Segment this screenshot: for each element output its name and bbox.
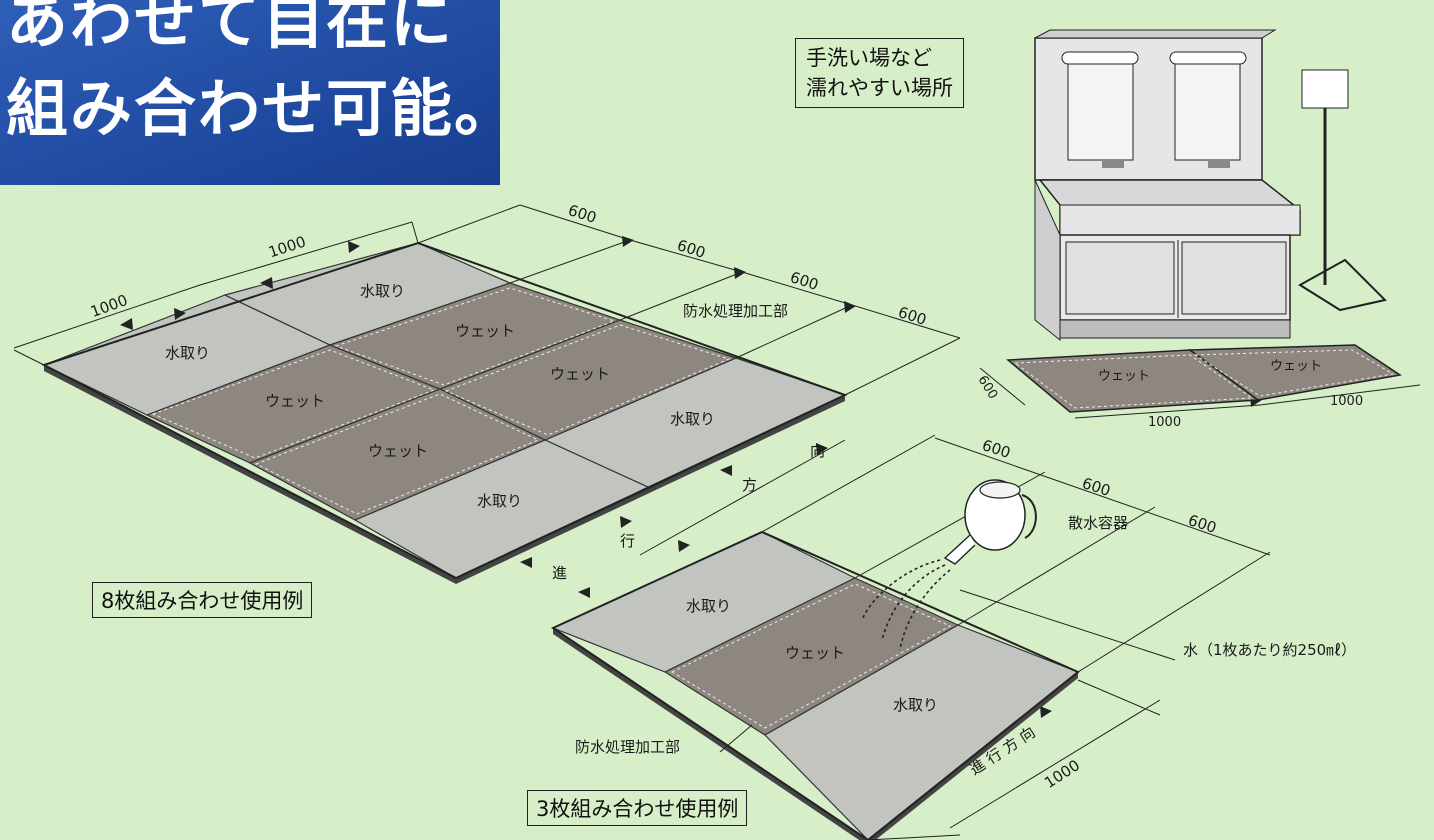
- water-stream: [861, 559, 951, 651]
- panel-label-mizutori: 水取り: [670, 410, 716, 428]
- panel-label-mizutori: 水取り: [360, 282, 406, 300]
- direction-char: 向: [810, 442, 826, 460]
- dimension-label-1000: 1000: [1148, 415, 1182, 430]
- mat-panel-wet: [248, 388, 547, 521]
- caption-eight-panel: 8枚組み合わせ使用例: [92, 582, 313, 618]
- waterproof-label-bottom: 防水処理加工部: [575, 738, 681, 756]
- panel-label-wet: ウェット: [455, 322, 516, 340]
- sink-location-label: 手洗い場など 濡れやすい場所: [795, 38, 964, 108]
- sink-mats: [1006, 344, 1402, 413]
- mat-panel-wet: [1187, 344, 1402, 401]
- direction-char: 行: [620, 532, 636, 550]
- sprinkler-label: 散水容器: [1068, 514, 1129, 532]
- dimension-label-1000: 1000: [1330, 394, 1364, 409]
- sink-label-line-1: 手洗い場など: [806, 46, 932, 70]
- waterproof-label-top: 防水処理加工部: [683, 302, 789, 320]
- direction-char: 進: [552, 564, 568, 582]
- panel-label-wet: ウェット: [368, 442, 429, 460]
- three-panel-dimension-lines: [719, 434, 1271, 840]
- direction-char: 方: [742, 476, 758, 494]
- header-banner: あわせて自在に 組み合わせ可能。: [0, 0, 516, 185]
- sink-illustration: [1034, 29, 1387, 342]
- panel-label-mizutori: 水取り: [477, 492, 523, 510]
- panel-label-mizutori: 水取り: [686, 597, 732, 615]
- panel-label-wet: ウェット: [265, 392, 326, 410]
- sink-label-line-2: 濡れやすい場所: [806, 76, 953, 100]
- eight-panel-mat: [41, 241, 848, 584]
- header-line-1: あわせて自在に: [6, 0, 455, 57]
- caption-three-panel: 3枚組み合わせ使用例: [527, 790, 748, 826]
- panel-label-wet: ウェット: [785, 644, 846, 662]
- panel-label-wet: ウェット: [1098, 369, 1151, 384]
- panel-label-mizutori: 水取り: [165, 344, 211, 362]
- sink-dimension-lines: [979, 367, 1421, 419]
- panel-label-mizutori: 水取り: [893, 696, 939, 714]
- panel-label-wet: ウェット: [1270, 359, 1323, 374]
- eight-panel-dimension-lines: [13, 204, 961, 556]
- water-amount-label: 水（1枚あたり約250㎖）: [1183, 641, 1357, 659]
- header-line-2: 組み合わせ可能。: [6, 72, 519, 145]
- three-panel-mat: [550, 530, 1080, 840]
- panel-label-wet: ウェット: [550, 365, 611, 383]
- watering-can-illustration: [943, 479, 1037, 565]
